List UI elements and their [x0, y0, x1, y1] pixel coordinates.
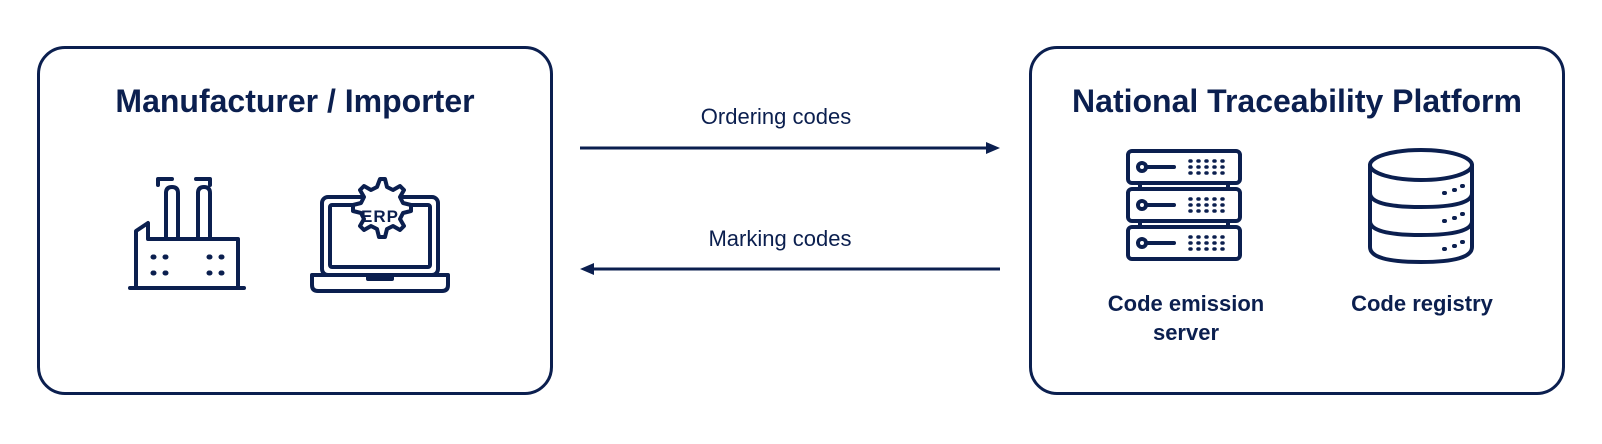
code-emission-server-caption: Code emission server — [1072, 289, 1300, 347]
manufacturer-importer-title: Manufacturer / Importer — [115, 83, 475, 119]
code-registry-caption: Code registry — [1351, 291, 1493, 316]
laptop-erp-icon — [310, 175, 450, 297]
marking-codes-label: Marking codes — [708, 226, 852, 251]
code-emission-server-caption-line1: Code emission — [1107, 291, 1265, 316]
erp-label: ERP — [361, 207, 399, 226]
code-emission-server-caption-line2: server — [1152, 320, 1220, 345]
server-icon — [1124, 149, 1244, 269]
ordering-codes-arrow — [580, 140, 1000, 161]
marking-codes-arrow — [580, 261, 1000, 282]
national-traceability-platform-box: National Traceability Platform — [1029, 46, 1565, 395]
database-icon — [1366, 147, 1476, 265]
national-traceability-platform-title: National Traceability Platform — [1072, 83, 1522, 119]
manufacturer-importer-box: Manufacturer / Importer — [37, 46, 553, 395]
factory-icon — [128, 173, 248, 293]
ordering-codes-label: Ordering codes — [700, 104, 852, 129]
